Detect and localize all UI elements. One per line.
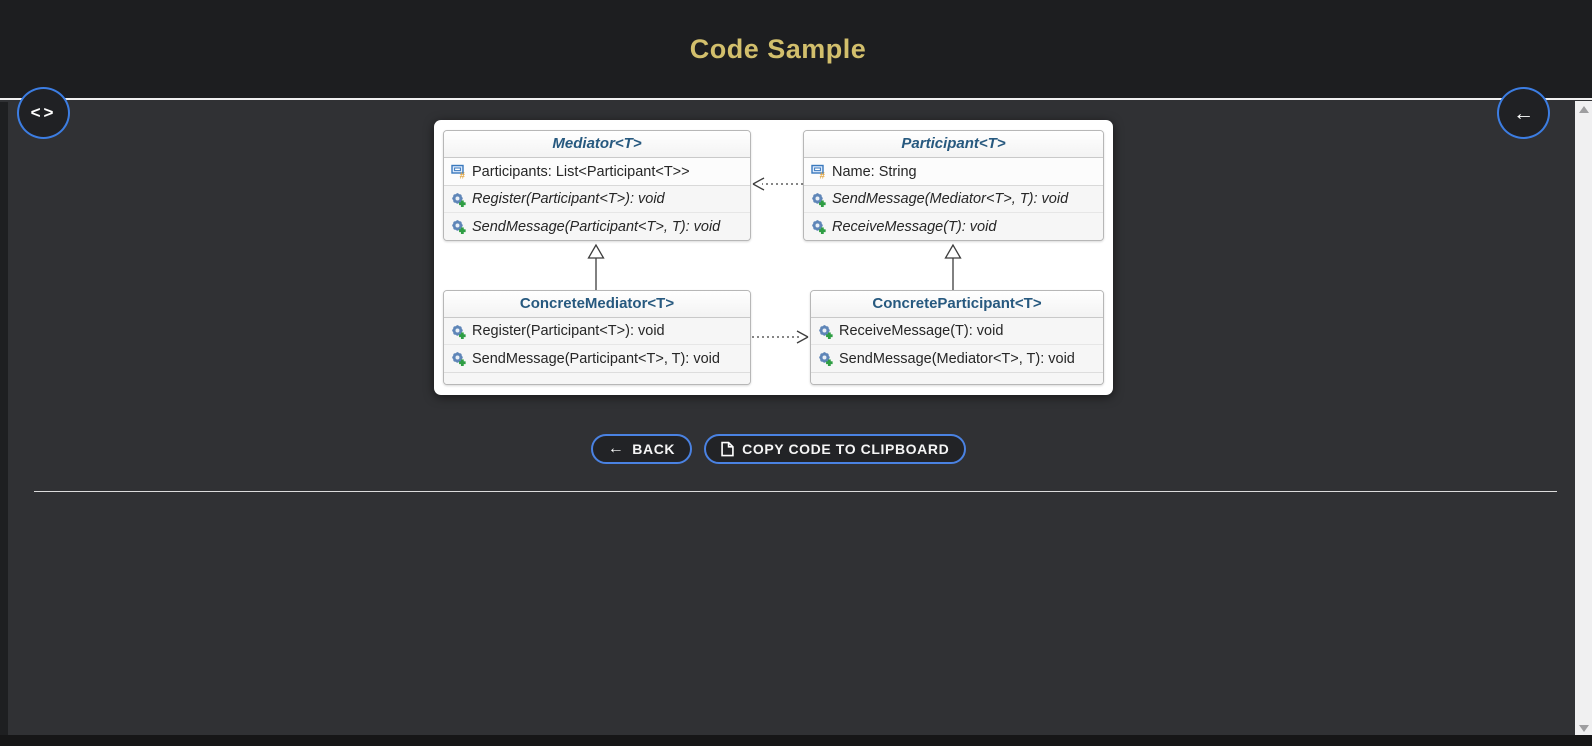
- class-method-row: ReceiveMessage(T): void: [811, 318, 1103, 345]
- method-text: SendMessage(Mediator<T>, T): void: [832, 191, 1069, 207]
- method-icon: [817, 351, 834, 366]
- method-icon: [817, 324, 834, 339]
- class-box-participant: Participant<T> # Name: String SendMessag…: [803, 130, 1104, 241]
- method-text: SendMessage(Participant<T>, T): void: [472, 350, 720, 367]
- method-icon: [450, 351, 467, 366]
- method-text: Register(Participant<T>): void: [472, 191, 665, 207]
- property-text: Name: String: [832, 163, 917, 180]
- class-title: Participant<T>: [804, 131, 1103, 158]
- scrollbar-down-button[interactable]: [1575, 720, 1592, 737]
- arrow-left-icon: ←: [607, 440, 625, 457]
- class-property-row: # Participants: List<Participant<T>>: [444, 158, 750, 185]
- class-box-concrete-mediator: ConcreteMediator<T> Register(Participant…: [443, 290, 751, 385]
- method-icon: [810, 219, 827, 234]
- action-button-row: ← BACK COPY CODE TO CLIPBOARD: [0, 434, 1557, 464]
- triangle-up-icon: [1578, 106, 1589, 113]
- class-title: ConcreteMediator<T>: [444, 291, 750, 318]
- method-text: ReceiveMessage(T): void: [832, 218, 997, 235]
- class-title: Mediator<T>: [444, 131, 750, 158]
- bottom-edge-strip: [0, 735, 1592, 746]
- method-text: ReceiveMessage(T): void: [839, 323, 1004, 339]
- method-text: Register(Participant<T>): void: [472, 323, 665, 339]
- field-icon: #: [450, 164, 467, 179]
- horizontal-divider: [34, 491, 1557, 492]
- method-icon: [450, 219, 467, 234]
- back-button-label: BACK: [632, 441, 676, 457]
- class-box-concrete-participant: ConcreteParticipant<T> ReceiveMessage(T)…: [810, 290, 1104, 385]
- class-method-row: ReceiveMessage(T): void: [804, 213, 1103, 240]
- document-icon: [721, 441, 734, 457]
- arrow-left-icon: ←: [1513, 101, 1534, 125]
- class-method-row: SendMessage(Participant<T>, T): void: [444, 213, 750, 240]
- class-footer: [811, 372, 1103, 384]
- method-icon: [450, 324, 467, 339]
- back-button[interactable]: ← BACK: [590, 434, 693, 464]
- class-method-row: Register(Participant<T>): void: [444, 186, 750, 213]
- class-property-row: # Name: String: [804, 158, 1103, 185]
- class-box-mediator: Mediator<T> # Participants: List<Partici…: [443, 130, 751, 241]
- method-icon: [450, 192, 467, 207]
- svg-text:#: #: [819, 170, 825, 179]
- class-method-row: SendMessage(Mediator<T>, T): void: [811, 345, 1103, 372]
- class-method-row: SendMessage(Mediator<T>, T): void: [804, 186, 1103, 213]
- class-title: ConcreteParticipant<T>: [811, 291, 1103, 318]
- class-footer: [444, 372, 750, 384]
- vertical-scrollbar[interactable]: [1575, 101, 1592, 737]
- scrollbar-up-button[interactable]: [1575, 101, 1592, 118]
- method-text: SendMessage(Participant<T>, T): void: [472, 218, 721, 235]
- method-text: SendMessage(Mediator<T>, T): void: [839, 350, 1075, 367]
- view-code-fab[interactable]: <>: [17, 87, 70, 139]
- method-icon: [810, 192, 827, 207]
- svg-text:#: #: [459, 170, 465, 179]
- field-icon: #: [810, 164, 827, 179]
- uml-diagram-panel: Mediator<T> # Participants: List<Partici…: [434, 120, 1113, 395]
- class-method-row: SendMessage(Participant<T>, T): void: [444, 345, 750, 372]
- copy-code-button[interactable]: COPY CODE TO CLIPBOARD: [704, 434, 967, 464]
- property-text: Participants: List<Participant<T>>: [472, 163, 690, 180]
- left-edge-strip: [0, 102, 8, 735]
- back-fab[interactable]: ←: [1497, 87, 1550, 139]
- class-method-row: Register(Participant<T>): void: [444, 318, 750, 345]
- app-header: Code Sample: [0, 0, 1592, 100]
- page-title: Code Sample: [689, 33, 867, 64]
- copy-code-button-label: COPY CODE TO CLIPBOARD: [742, 441, 950, 457]
- code-icon: <>: [30, 103, 57, 122]
- triangle-down-icon: [1578, 725, 1589, 732]
